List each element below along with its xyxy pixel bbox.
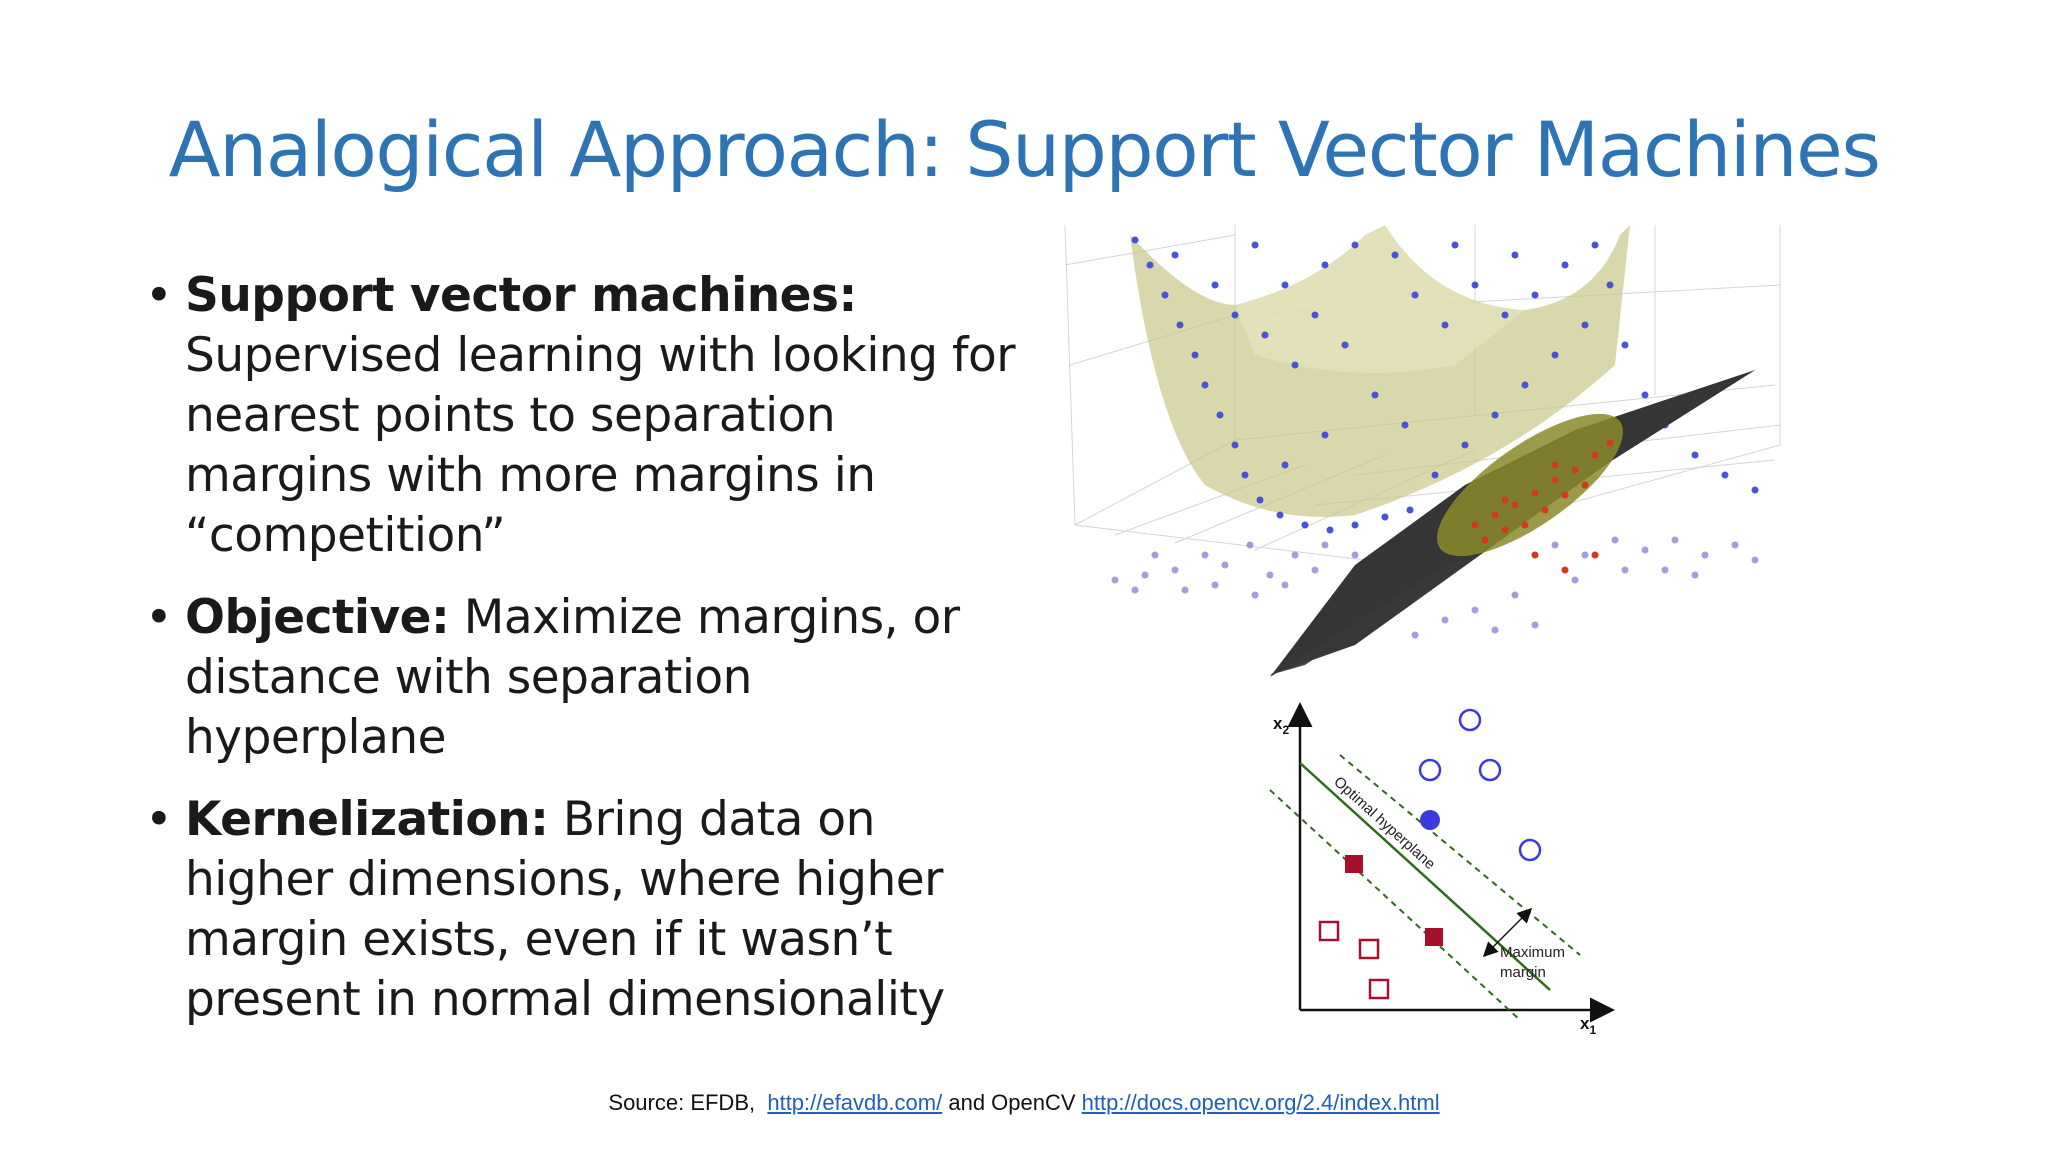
margin-line-lower <box>1269 789 1521 1021</box>
surface-highlight <box>1235 225 1525 373</box>
margin-label-line2: margin <box>1500 964 1546 981</box>
margin-label-line1: Maximum <box>1500 944 1565 961</box>
y-axis-label: x2 <box>1273 714 1289 737</box>
efavdb-link[interactable]: http://efavdb.com/ <box>767 1090 943 1115</box>
circle-point <box>1478 758 1502 782</box>
opencv-link[interactable]: http://docs.opencv.org/2.4/index.html <box>1081 1090 1440 1115</box>
bullet-term: Support vector machines: <box>185 268 857 323</box>
class-squares <box>1318 920 1390 1000</box>
source-line: Source: EFDB, http://efavdb.com/ and Ope… <box>0 1090 2048 1116</box>
bullet-list: • Support vector machines: Supervised le… <box>145 266 1025 1052</box>
bullet-text: Supervised learning with looking for nea… <box>185 328 1016 563</box>
surface-points <box>1131 236 1759 534</box>
margin-arrow-up <box>1499 907 1533 941</box>
floor-points <box>1111 536 1759 639</box>
bullet-term: Objective: <box>185 590 450 645</box>
support-vector-square <box>1345 855 1363 873</box>
circle-point <box>1518 838 1542 862</box>
square-point <box>1368 978 1390 1000</box>
svm-2d-diagram: x2 x1 Optimal hyperplane Maximum margin <box>1269 702 1615 1037</box>
bullet-svm: • Support vector machines: Supervised le… <box>145 266 1025 566</box>
bullet-dot: • <box>145 590 173 645</box>
bullet-dot: • <box>145 268 173 323</box>
source-middle: and OpenCV <box>948 1090 1076 1115</box>
bullet-kernelization: • Kernelization: Bring data on higher di… <box>145 790 1025 1030</box>
circle-point <box>1418 758 1442 782</box>
optimal-hyperplane-line <box>1299 762 1551 991</box>
bullet-text: Bring data on higher dimensions, where h… <box>185 792 945 1027</box>
intersection-ellipse <box>1437 413 1623 557</box>
bullet-text: Maximize margins, or distance with separ… <box>185 590 960 765</box>
red-points <box>1471 439 1614 574</box>
circle-point <box>1458 708 1482 732</box>
bullet-objective: • Objective: Maximize margins, or distan… <box>145 588 1025 768</box>
kernel-3d-figure <box>1064 225 1781 677</box>
support-vector-circle <box>1420 810 1440 830</box>
square-point <box>1318 920 1340 942</box>
margin-line-upper <box>1339 754 1581 956</box>
class-circles <box>1418 708 1542 862</box>
square-point <box>1358 938 1380 960</box>
source-prefix: Source: EFDB, <box>608 1090 756 1115</box>
support-vector-square <box>1425 928 1443 946</box>
slide-title: Analogical Approach: Support Vector Mach… <box>168 105 1881 194</box>
x-axis-label: x1 <box>1580 1014 1596 1037</box>
bullet-term: Kernelization: <box>185 792 549 847</box>
bullet-dot: • <box>145 792 173 847</box>
margin-arrow-down <box>1482 939 1501 958</box>
